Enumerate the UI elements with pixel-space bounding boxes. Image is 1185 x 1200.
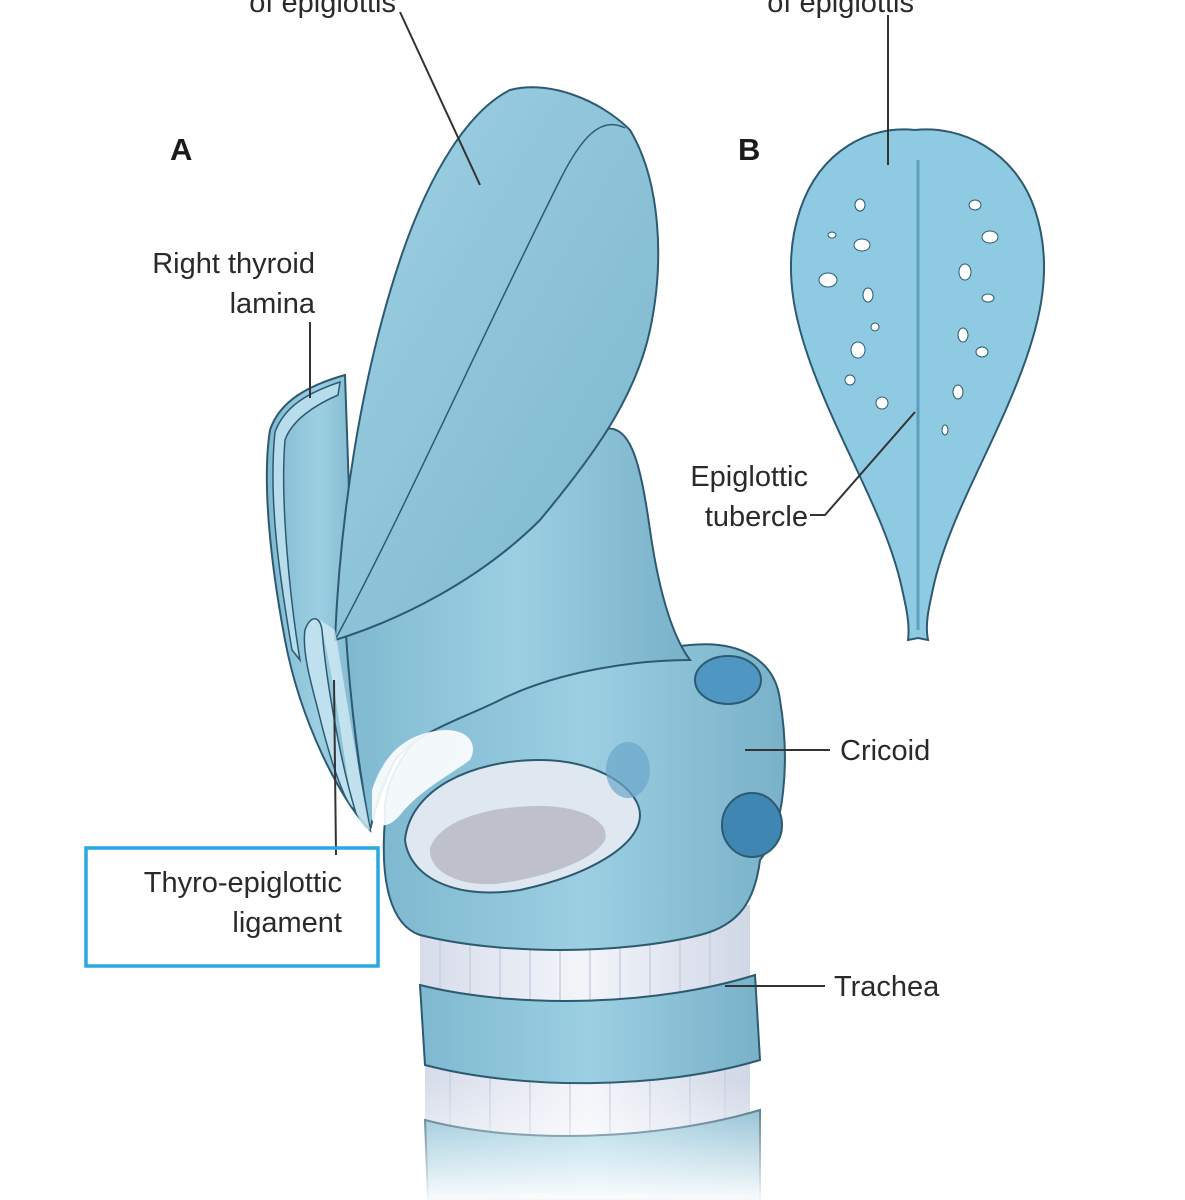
label-right-thyroid-1: Right thyroid <box>152 248 315 280</box>
label-thyro-epiglottic-1: Thyro-epiglottic <box>144 867 342 899</box>
epiglottis-leaf-side <box>333 86 660 642</box>
leader-lines <box>309 11 916 987</box>
leader-thyro-epiglottic <box>333 679 337 856</box>
epiglottis-foramina <box>818 198 999 436</box>
label-trachea: Trachea <box>834 971 940 1003</box>
cricoid-cartilage <box>382 619 786 951</box>
cricoid-ring-inner <box>429 805 606 885</box>
leader-epiglottic-tubercle <box>810 411 916 516</box>
cricoid-shadow <box>606 742 650 798</box>
epiglottis-stalk-highlight <box>320 620 370 830</box>
panel-a-label: A <box>170 132 192 167</box>
panel-b-label: B <box>738 132 760 167</box>
label-right-thyroid-2: lamina <box>230 288 316 320</box>
label-epiglottic-tubercle-2: tubercle <box>705 501 808 533</box>
highlight-box <box>84 846 380 968</box>
label-top-left: of epiglottis <box>249 0 396 19</box>
label-cricoid: Cricoid <box>840 735 930 767</box>
tracheal-ring-1 <box>418 973 762 1085</box>
epiglottis-fold-line <box>334 123 626 641</box>
arytenoid-facet-2 <box>694 655 762 705</box>
lower-fade <box>400 1080 780 1200</box>
label-top-right: of epiglottis <box>767 0 914 19</box>
thyroid-notch-shadow <box>372 730 473 826</box>
thyro-epiglottic-ligament-shape <box>303 618 357 812</box>
leader-top-left <box>399 11 481 186</box>
thyroid-lamina-rim <box>272 380 341 663</box>
label-epiglottic-tubercle-1: Epiglottic <box>690 461 808 493</box>
trachea-structure <box>400 905 780 1200</box>
epiglottis-front-view <box>789 128 1046 642</box>
epiglottis-side-view <box>303 86 660 830</box>
thyroid-facet <box>721 792 783 858</box>
label-thyro-epiglottic-2: ligament <box>232 907 342 939</box>
